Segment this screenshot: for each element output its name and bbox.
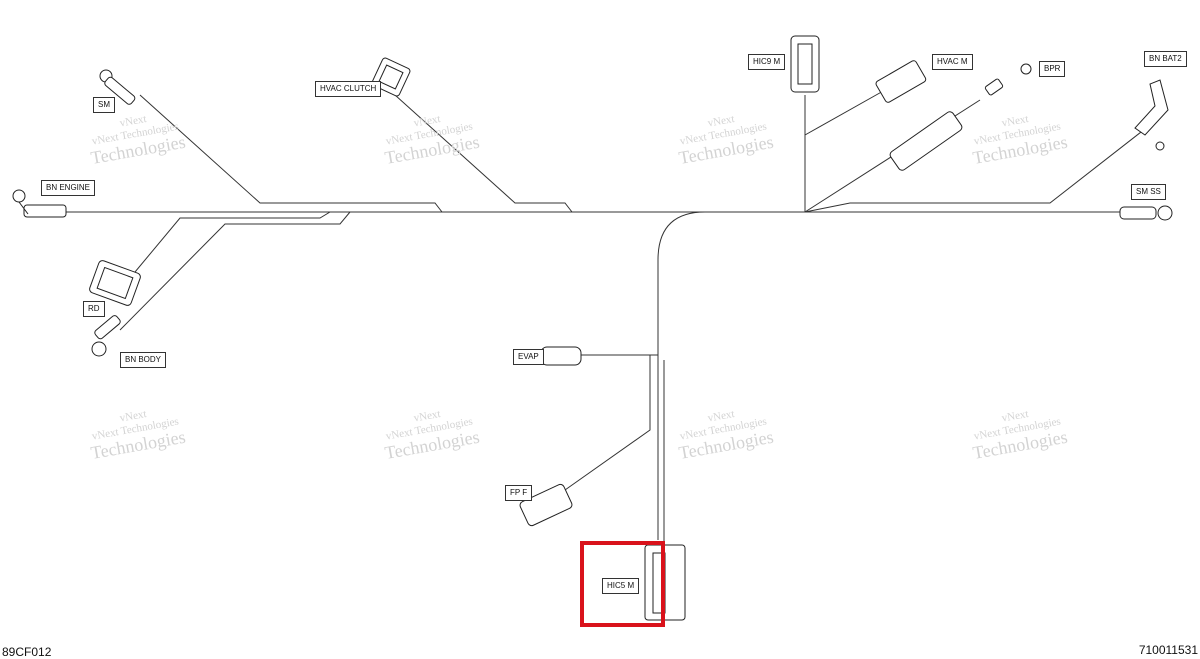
bn-bat2-terminal-icon	[1134, 79, 1169, 151]
label-bn-bat2[interactable]: BN BAT2	[1144, 51, 1187, 67]
down-branch-wire	[657, 211, 706, 540]
figure-code-right: 710011531	[1138, 643, 1198, 657]
fp-f-connector-icon	[519, 483, 573, 527]
sm-wire	[139, 94, 443, 213]
fuse-holder-icon	[889, 63, 1032, 171]
label-fp-f[interactable]: FP F	[505, 485, 533, 501]
sm-terminal-icon	[99, 69, 136, 105]
label-sm[interactable]: SM	[93, 97, 115, 113]
label-bpr[interactable]: BPR	[1039, 61, 1066, 77]
hvac-clutch-wire	[394, 94, 573, 213]
bn-body-terminal-icon	[91, 315, 121, 357]
label-bn-engine[interactable]: BN ENGINE	[41, 180, 96, 196]
hvac-m-wire	[804, 89, 886, 136]
rd-wire	[129, 211, 331, 279]
evap-connector-icon	[540, 346, 582, 366]
fp-f-wire	[564, 355, 651, 491]
label-hic5-m[interactable]: HIC5 M	[602, 578, 640, 594]
rd-connector-icon	[89, 260, 141, 306]
label-hvac-m[interactable]: HVAC M	[932, 54, 973, 70]
label-evap[interactable]: EVAP	[513, 349, 544, 365]
hvac-clutch-connector-icon	[371, 57, 411, 97]
hic9-connector-icon	[790, 35, 820, 93]
label-sm-ss[interactable]: SM SS	[1131, 184, 1166, 200]
hvac-m-connector-icon	[875, 60, 927, 103]
figure-code-left: 89CF012	[2, 645, 52, 659]
label-rd[interactable]: RD	[83, 301, 105, 317]
label-bn-body[interactable]: BN BODY	[120, 352, 167, 368]
bn-body-wire	[119, 211, 351, 331]
label-hic9-m[interactable]: HIC9 M	[748, 54, 786, 70]
bn-bat2-wire	[804, 124, 1151, 213]
sm-ss-terminal-icon	[1119, 205, 1173, 221]
label-hvac-clutch[interactable]: HVAC CLUTCH	[315, 81, 382, 97]
bn-engine-terminal-icon	[12, 189, 67, 218]
highlight-box	[580, 541, 665, 627]
